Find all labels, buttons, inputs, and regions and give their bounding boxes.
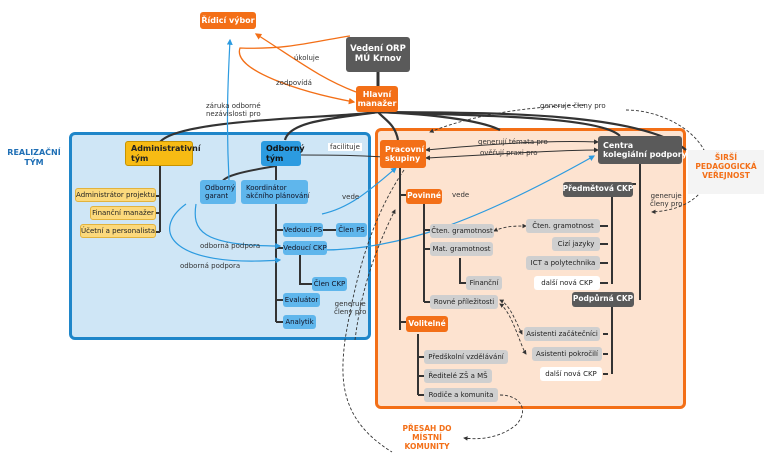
- rovne-prilezitosti-node[interactable]: Rovné příležitosti: [430, 295, 498, 309]
- volitelne-node[interactable]: Volitelné: [406, 316, 448, 332]
- pracovni-skupiny-node[interactable]: Pracovní skupiny: [380, 140, 426, 168]
- odborna-podpora-1-label: odborná podpora: [200, 242, 261, 250]
- podpurna-ckp-node[interactable]: Podpůrná CKP: [572, 292, 634, 307]
- sirsi-verejnost-label: ŠIRŠÍ PEDAGOGICKÁ VEŘEJNOST: [688, 150, 764, 194]
- rodice-node[interactable]: Rodiče a komunita: [424, 388, 498, 402]
- povinne-node[interactable]: Povinné: [406, 189, 442, 204]
- mat-gramotnost-node[interactable]: Mat. gramotnost: [430, 242, 493, 256]
- realizacni-tym-label: REALIZAČNÍ TÝM: [7, 148, 61, 167]
- dalsi-nova-ckp-1-node[interactable]: další nová CKP: [534, 276, 600, 290]
- administrativni-tym-node[interactable]: Administrativní tým: [125, 141, 201, 166]
- evaluator-node[interactable]: Evaluátor: [283, 293, 320, 307]
- ukoluje-label: úkoluje: [294, 54, 320, 62]
- odborny-garant-node[interactable]: Odborný garant: [200, 180, 236, 204]
- asistenti-zacatecnici-node[interactable]: Asistenti začátečníci: [524, 327, 600, 341]
- generuje-cleny-bottom-label: generuje členy pro: [334, 300, 367, 317]
- zaruka-label: záruka odborné nezávislosti pro: [206, 102, 261, 119]
- hlavni-manazer-node[interactable]: Hlavní manažer: [356, 86, 398, 112]
- cten-gramotnost-ps-node[interactable]: Čten. gramotnost: [430, 224, 494, 238]
- ucetni-personalista-node[interactable]: Účetní a personalista: [80, 224, 156, 238]
- vedeni-orp-node[interactable]: Vedení ORP MÚ Krnov: [346, 37, 410, 72]
- predmetova-ckp-node[interactable]: Předmětová CKP: [563, 182, 633, 197]
- zodpovida-label: zodpovídá: [276, 79, 312, 87]
- cten-gramotnost-ckp-node[interactable]: Čten. gramotnost: [526, 219, 600, 233]
- administrator-projektu-node[interactable]: Administrátor projektu: [75, 188, 156, 202]
- financni-node[interactable]: Finanční: [466, 276, 502, 290]
- overuji-praxi-label: ověřují praxi pro: [480, 149, 538, 157]
- predskolni-node[interactable]: Předškolní vzdělávání: [424, 350, 508, 364]
- vedouci-ps-node[interactable]: Vedoucí PS: [283, 223, 323, 237]
- facilituje-label: facilituje: [328, 143, 362, 152]
- vede-2-label: vede: [452, 191, 470, 199]
- generuje-cleny-right-label: generuje členy pro: [650, 192, 683, 209]
- cizi-jazyky-node[interactable]: Cizí jazyky: [552, 237, 600, 251]
- vede-1-label: vede: [342, 193, 360, 201]
- vedouci-ckp-node[interactable]: Vedoucí CKP: [283, 241, 327, 255]
- clen-ckp-node[interactable]: Člen CKP: [312, 277, 347, 291]
- analytik-node[interactable]: Analytik: [283, 315, 316, 329]
- generuji-temata-label: generují témata pro: [478, 138, 548, 146]
- ridici-vybor-node[interactable]: Řídicí výbor: [200, 12, 256, 29]
- financni-manazer-node[interactable]: Finanční manažer: [90, 206, 156, 220]
- centra-kolegialni-podpory-node[interactable]: Centra kolegiální podpory: [598, 136, 687, 164]
- reditele-node[interactable]: Ředitelé ZŠ a MŠ: [424, 369, 492, 383]
- clen-ps-node[interactable]: Člen PS: [336, 223, 367, 237]
- odborny-tym-node[interactable]: Odborný tým: [261, 141, 305, 166]
- ict-polytechnika-node[interactable]: ICT a polytechnika: [526, 256, 600, 270]
- odborna-podpora-2-label: odborná podpora: [180, 262, 241, 270]
- presah-komunita-label: PŘESAH DO MÍSTNÍ KOMUNITY: [402, 424, 452, 451]
- generuje-cleny-top-label: generuje členy pro: [540, 102, 606, 110]
- koordinator-node[interactable]: Koordinátor akčního plánování: [241, 180, 310, 204]
- dalsi-nova-ckp-2-node[interactable]: další nová CKP: [540, 367, 602, 381]
- asistenti-pokrocili-node[interactable]: Asistenti pokročilí: [532, 347, 602, 361]
